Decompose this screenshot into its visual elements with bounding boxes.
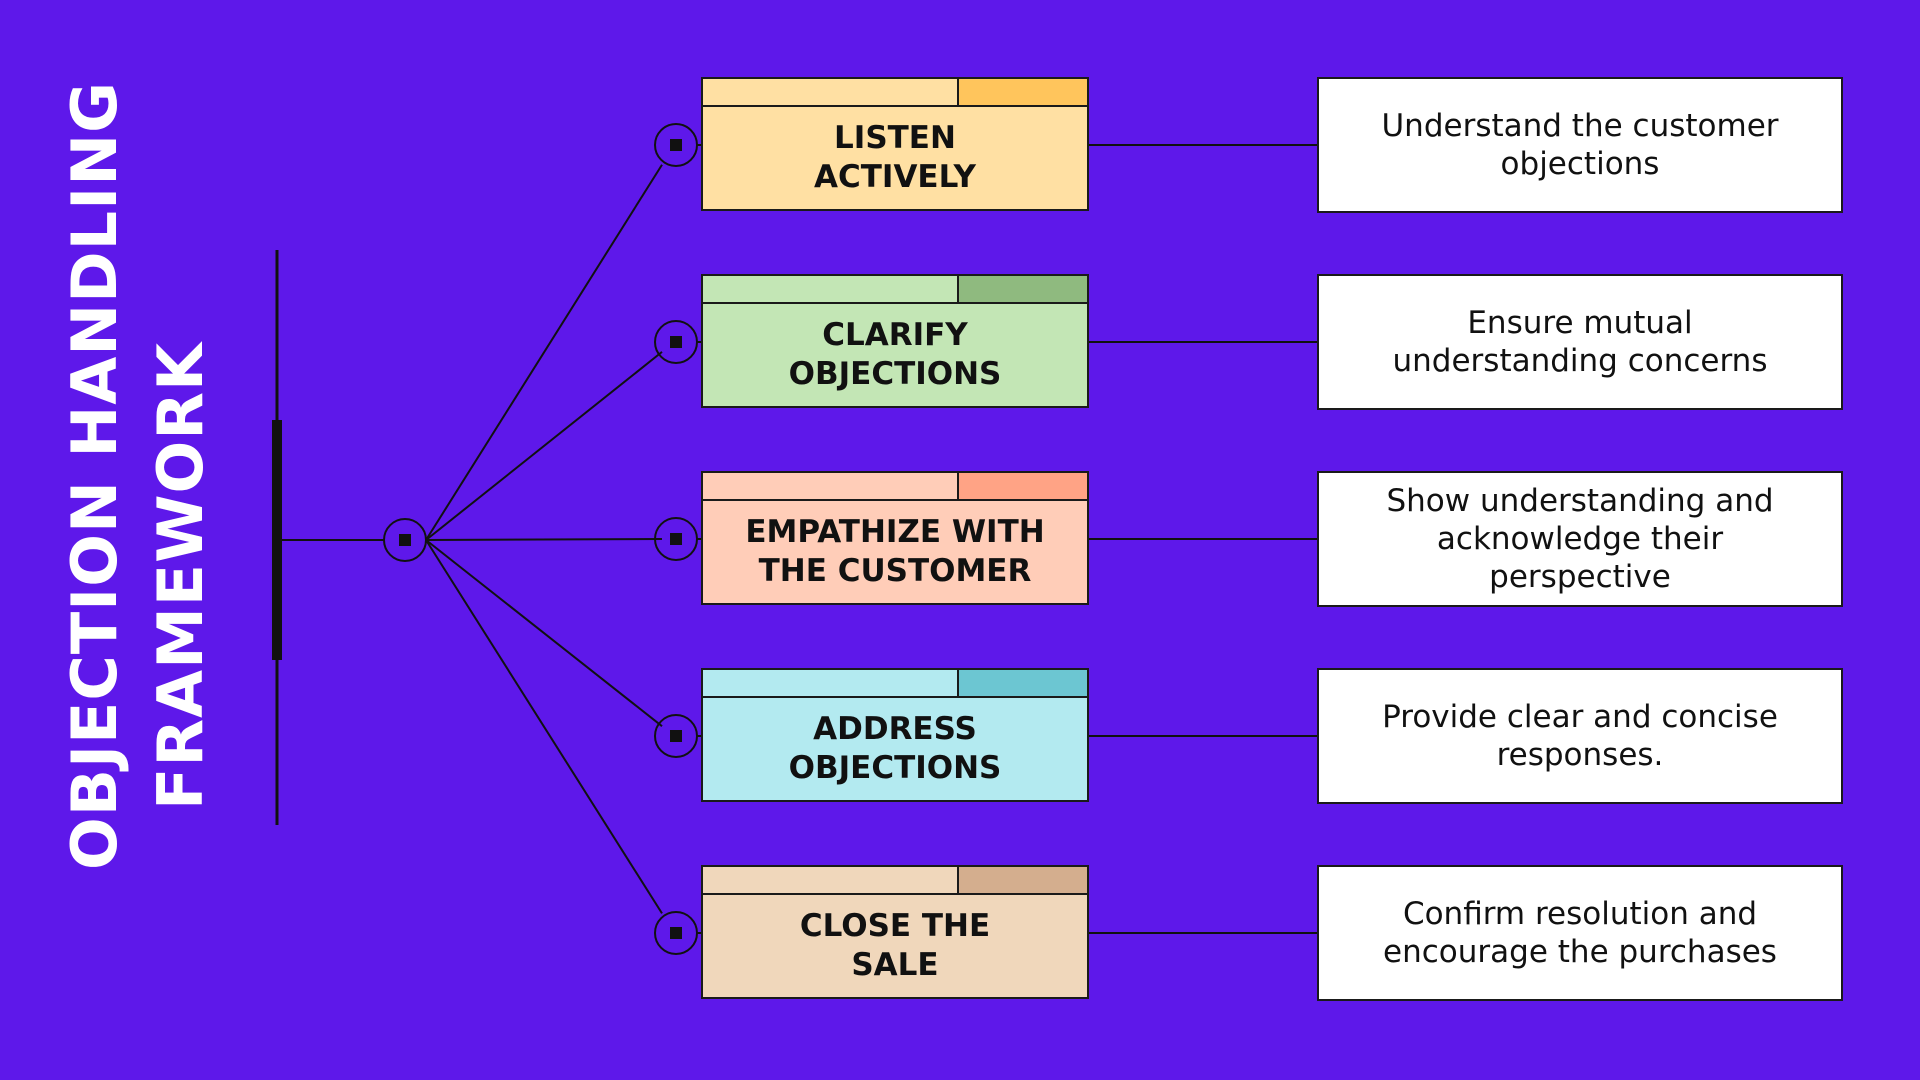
step-box: ADDRESS OBJECTIONS <box>701 668 1089 802</box>
step-tab <box>703 79 959 107</box>
step-tab-accent <box>959 79 1087 107</box>
node-square <box>670 533 682 545</box>
step-tab <box>703 670 959 698</box>
step-label: EMPATHIZE WITH THE CUSTOMER <box>745 514 1045 589</box>
node-square <box>670 927 682 939</box>
branch-line <box>425 351 663 541</box>
step-label: CLARIFY OBJECTIONS <box>788 317 1002 392</box>
step-box: LISTEN ACTIVELY <box>701 77 1089 211</box>
node-square <box>670 730 682 742</box>
step-tab <box>703 473 959 501</box>
title-line-2: FRAMEWORK <box>144 341 217 810</box>
step-label: ADDRESS OBJECTIONS <box>788 711 1002 786</box>
step-tab-accent <box>959 276 1087 304</box>
step-description: Confirm resolution and encourage the pur… <box>1317 865 1843 1001</box>
step-tab <box>703 867 959 895</box>
branch-line <box>425 539 663 727</box>
step-tab-accent <box>959 670 1087 698</box>
node-square <box>670 336 682 348</box>
step-tab-accent <box>959 473 1087 501</box>
step-tab-accent <box>959 867 1087 895</box>
step-tab <box>703 276 959 304</box>
step-description: Provide clear and concise responses. <box>1317 668 1843 804</box>
step-description: Show understanding and acknowledge their… <box>1317 471 1843 607</box>
branch-line <box>425 539 663 914</box>
step-label: LISTEN ACTIVELY <box>814 120 976 195</box>
title-line-1: OBJECTION HANDLING <box>58 80 131 870</box>
step-box: CLARIFY OBJECTIONS <box>701 274 1089 408</box>
step-box: EMPATHIZE WITH THE CUSTOMER <box>701 471 1089 605</box>
hub-square <box>399 534 411 546</box>
step-box: CLOSE THE SALE <box>701 865 1089 999</box>
branch-line <box>425 164 663 541</box>
branch-line <box>425 538 663 541</box>
step-label: CLOSE THE SALE <box>799 908 991 983</box>
step-description: Understand the customer objections <box>1317 77 1843 213</box>
step-description: Ensure mutual understanding concerns <box>1317 274 1843 410</box>
node-square <box>670 139 682 151</box>
diagram-title: OBJECTION HANDLING FRAMEWORK <box>54 81 234 890</box>
